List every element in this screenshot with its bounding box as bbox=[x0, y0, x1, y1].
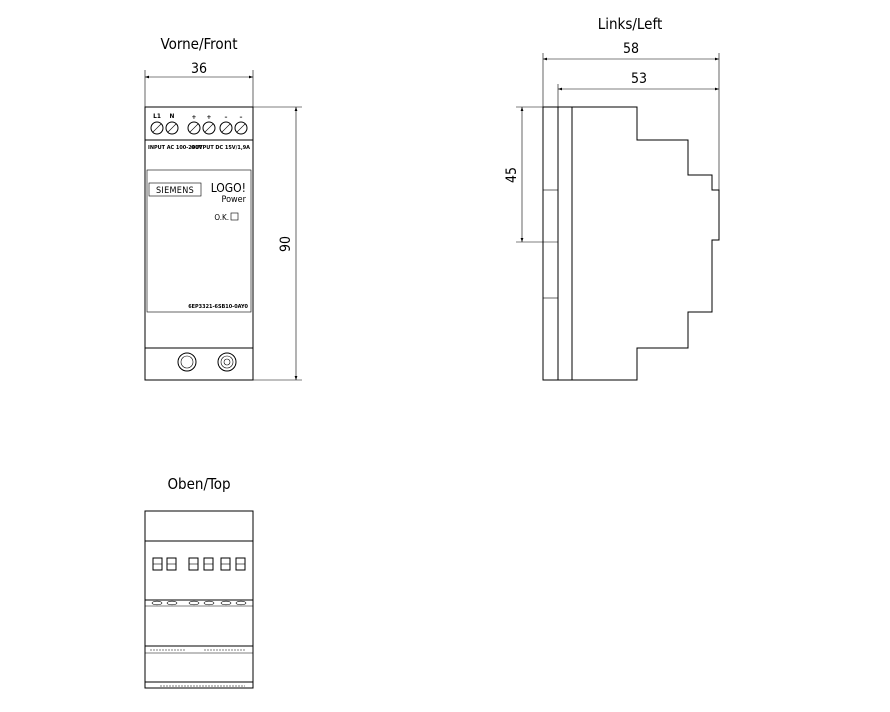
terminal-label-minus-1: – bbox=[225, 113, 228, 121]
knob-right-icon bbox=[217, 352, 237, 372]
top-terminal-opening-2-icon bbox=[166, 557, 177, 571]
top-screw-head-4-icon bbox=[203, 600, 215, 606]
siemens-logo-box bbox=[148, 182, 202, 197]
left-view: Links/Left 58 53 45 bbox=[504, 15, 720, 381]
terminal-screw-minus1-icon bbox=[219, 121, 233, 135]
part-number: 6EP3321-6SB10-0AY0 bbox=[188, 304, 248, 310]
product-subname: Power bbox=[222, 195, 247, 205]
terminal-screw-n-icon bbox=[165, 121, 179, 135]
front-body-outline bbox=[144, 106, 254, 381]
terminal-label-l1: L1 bbox=[153, 112, 161, 120]
output-spec-label: OUTPUT DC 15V/1,9A bbox=[191, 145, 250, 151]
terminal-screws bbox=[150, 121, 248, 135]
terminal-label-plus-2: + bbox=[207, 113, 212, 121]
left-view-title: Links/Left bbox=[598, 15, 663, 33]
terminal-label-minus-2: – bbox=[240, 113, 243, 121]
top-screw-head-5-icon bbox=[220, 600, 232, 606]
front-height-value: 90 bbox=[278, 236, 294, 252]
top-view: Oben/Top bbox=[144, 475, 254, 689]
top-terminal-opening-4-icon bbox=[203, 557, 214, 571]
left-body-profile bbox=[558, 106, 720, 381]
top-screw-head-3-icon bbox=[188, 600, 200, 606]
left-front-cover bbox=[542, 106, 559, 381]
status-led-icon bbox=[230, 212, 239, 221]
top-view-title: Oben/Top bbox=[167, 475, 230, 493]
input-spec-label: INPUT AC 100-240V bbox=[148, 145, 203, 151]
left-overall-value: 58 bbox=[623, 41, 639, 57]
top-terminal-opening-6-icon bbox=[235, 557, 246, 571]
terminal-label-n: N bbox=[170, 112, 175, 120]
terminal-screw-plus2-icon bbox=[202, 121, 216, 135]
front-width-value: 36 bbox=[191, 61, 207, 77]
terminal-screw-plus1-icon bbox=[187, 121, 201, 135]
left-rail-value: 45 bbox=[504, 167, 520, 183]
front-panel bbox=[146, 169, 252, 313]
top-screw-head-1-icon bbox=[151, 600, 163, 606]
status-label: O.K. bbox=[214, 213, 229, 222]
top-terminal-opening-1-icon bbox=[152, 557, 163, 571]
left-body-value: 53 bbox=[631, 71, 647, 87]
knob-left-icon bbox=[177, 352, 197, 372]
front-view: Vorne/Front 36 90 L1 N + + – – bbox=[144, 35, 302, 381]
top-terminal-opening-3-icon bbox=[188, 557, 199, 571]
top-terminal-openings bbox=[152, 557, 246, 571]
terminal-screw-minus2-icon bbox=[234, 121, 248, 135]
top-screw-heads bbox=[151, 600, 247, 606]
top-screw-head-6-icon bbox=[235, 600, 247, 606]
siemens-logo: SIEMENS bbox=[156, 186, 194, 196]
front-view-title: Vorne/Front bbox=[161, 35, 238, 53]
terminal-label-plus-1: + bbox=[192, 113, 197, 121]
top-terminal-opening-5-icon bbox=[220, 557, 231, 571]
product-name: LOGO! bbox=[211, 181, 246, 195]
terminal-screw-l1-icon bbox=[150, 121, 164, 135]
top-screw-head-2-icon bbox=[166, 600, 178, 606]
